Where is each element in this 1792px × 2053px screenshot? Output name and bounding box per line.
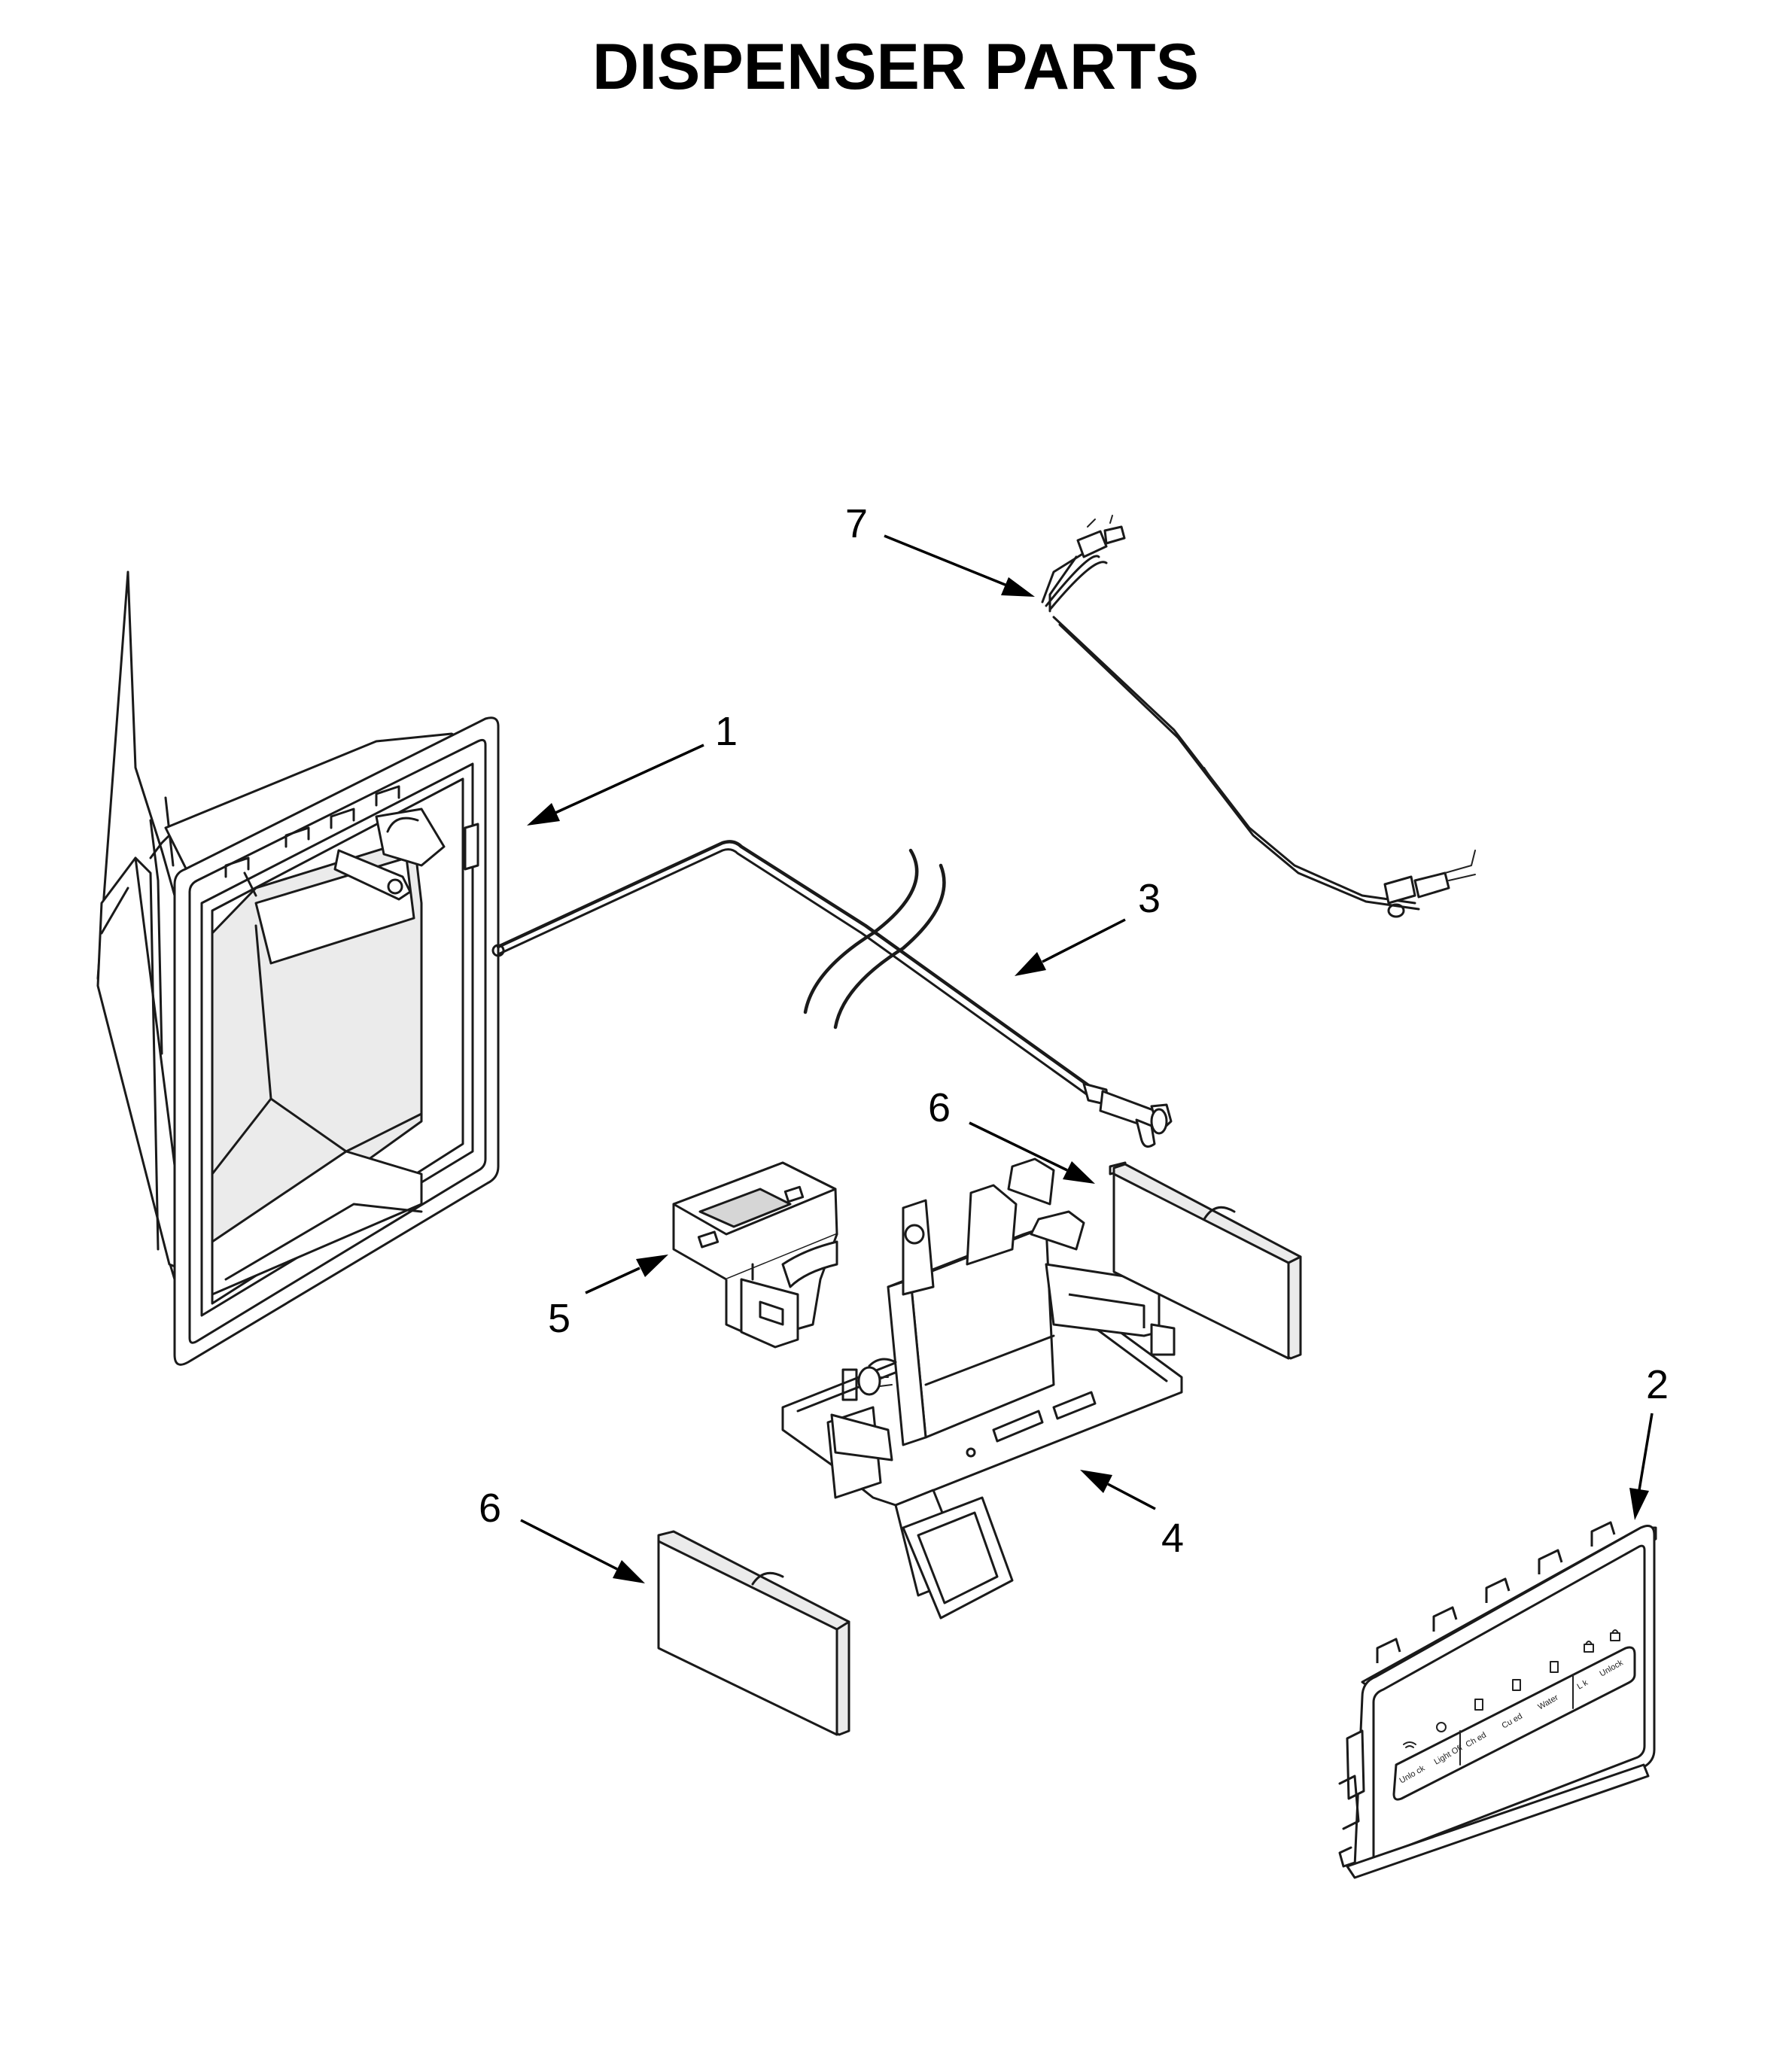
part-3-water-tube — [491, 840, 1173, 1148]
part-6-cover-upper — [1109, 1161, 1302, 1360]
callout-1: 1 — [715, 709, 738, 754]
part-4-dispenser-actuator-assembly — [781, 1157, 1183, 1620]
part-6-cover-lower — [657, 1530, 850, 1736]
diagram-title: DISPENSER PARTS — [592, 31, 1199, 103]
part-5-actuator-bracket — [672, 1161, 838, 1349]
leader-lines — [520, 534, 1654, 1583]
callout-2: 2 — [1646, 1362, 1669, 1407]
part-1-dispenser-housing — [96, 570, 500, 1366]
part-7-wire-harness — [1041, 515, 1476, 918]
callout-4: 4 — [1161, 1516, 1184, 1561]
callout-5: 5 — [548, 1296, 570, 1341]
callout-6-upper: 6 — [928, 1085, 951, 1130]
callout-6-lower: 6 — [479, 1486, 501, 1531]
callout-7: 7 — [845, 501, 868, 546]
part-2-control-panel: Unlo ck Light Off Ch ed Cu ed Water L k … — [1338, 1521, 1657, 1879]
callout-numbers: 7 1 3 6 5 4 6 2 — [479, 501, 1669, 1561]
callout-3: 3 — [1138, 876, 1161, 921]
